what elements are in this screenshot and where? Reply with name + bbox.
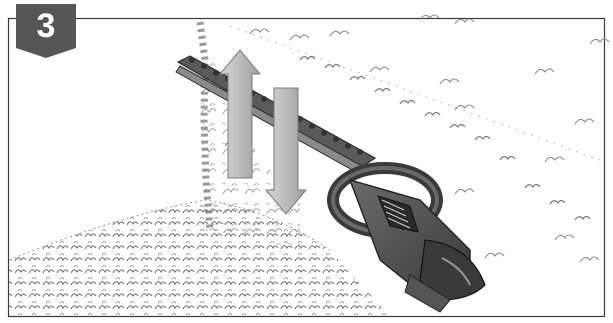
ground-clippings — [9, 200, 390, 316]
hedge-cut-row — [300, 57, 590, 221]
step-number: 3 — [16, 4, 76, 48]
